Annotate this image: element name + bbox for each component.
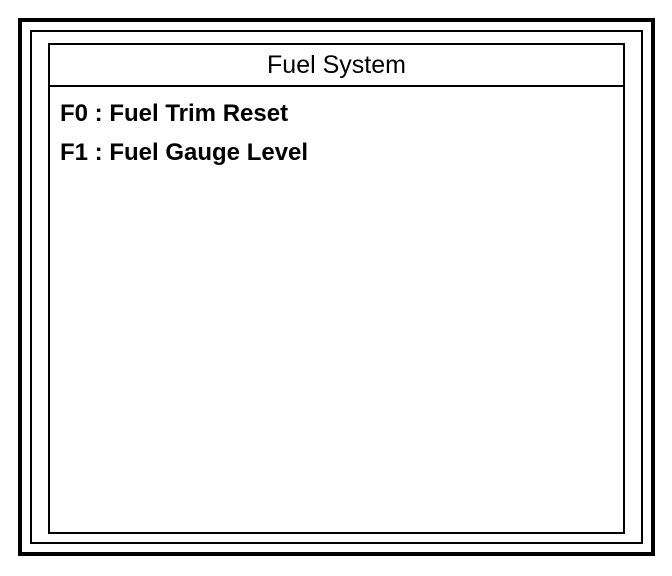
page-title: Fuel System [267,50,406,79]
menu-item-f0[interactable]: F0 : Fuel Trim Reset [60,100,289,127]
middle-bezel-frame: Fuel System F0 : Fuel Trim Reset F1 : Fu… [30,30,643,544]
menu-list: F0 : Fuel Trim Reset F1 : Fuel Gauge Lev… [50,87,623,532]
menu-panel: Fuel System F0 : Fuel Trim Reset F1 : Fu… [48,43,625,534]
outer-bezel-frame: Fuel System F0 : Fuel Trim Reset F1 : Fu… [18,18,655,556]
title-bar: Fuel System [50,45,623,87]
menu-item-f1[interactable]: F1 : Fuel Gauge Level [60,139,309,166]
